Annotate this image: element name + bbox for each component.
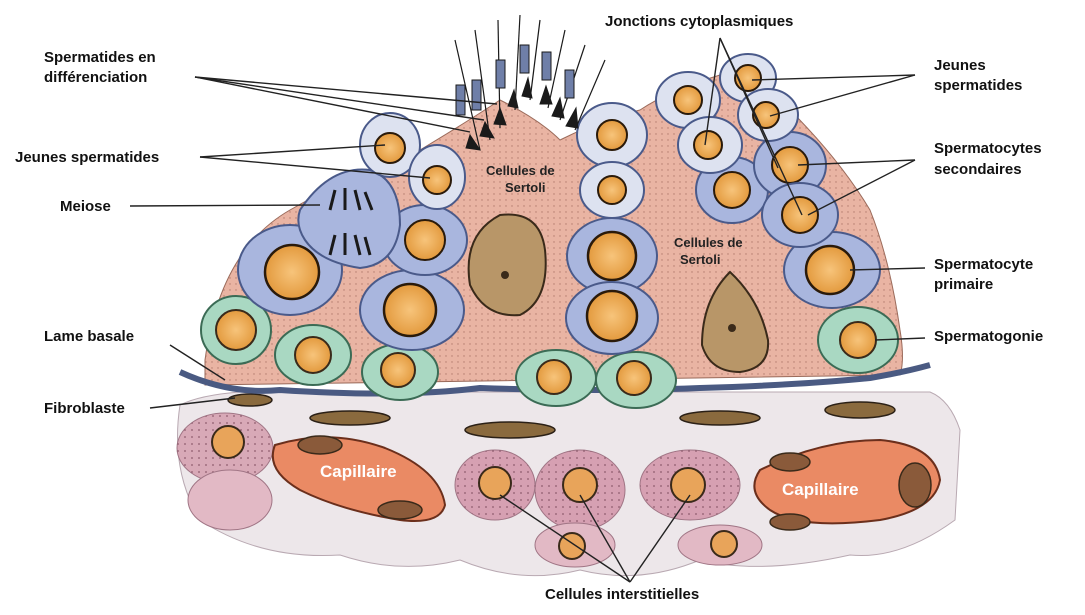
label-spermatides-differenciation-line1: Spermatides en [44,49,156,67]
label-spermatocytes-secondaires-line1: Spermatocytes [934,140,1042,158]
label-sertoli-1-line2: Sertoli [505,180,545,196]
label-fibroblaste: Fibroblaste [44,400,125,418]
label-spermatocyte-primaire-line2: primaire [934,276,993,294]
label-lame-basale: Lame basale [44,328,134,346]
label-capillaire-right: Capillaire [782,480,859,500]
label-cellules-interstitielles: Cellules interstitielles [545,586,699,604]
label-jeunes-spermatides-right-line2: spermatides [934,77,1022,95]
label-spermatogonie: Spermatogonie [934,328,1043,346]
label-meiose: Meiose [60,198,111,216]
label-capillaire-left: Capillaire [320,462,397,482]
label-spermatocytes-secondaires-line2: secondaires [934,161,1022,179]
label-spermatides-differenciation-line2: différenciation [44,69,147,87]
label-sertoli-2-line1: Cellules de [674,235,743,251]
label-jeunes-spermatides-left: Jeunes spermatides [15,149,159,167]
label-sertoli-2-line2: Sertoli [680,252,720,268]
label-jonctions-cytoplasmiques: Jonctions cytoplasmiques [605,13,793,31]
label-sertoli-1-line1: Cellules de [486,163,555,179]
label-spermatocyte-primaire-line1: Spermatocyte [934,256,1033,274]
label-jeunes-spermatides-right-line1: Jeunes [934,57,986,75]
